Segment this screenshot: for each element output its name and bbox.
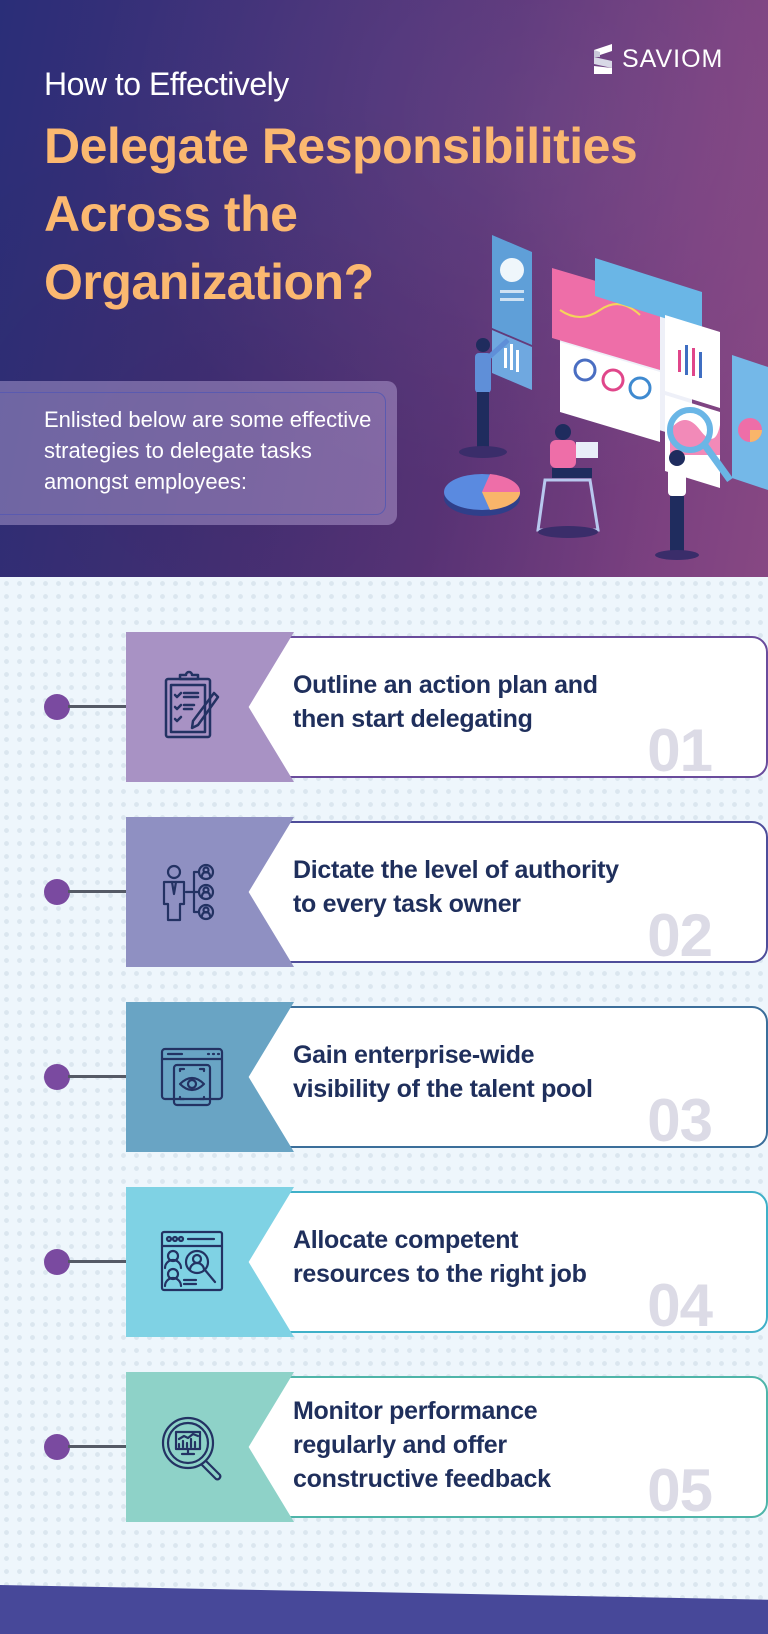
step-number: 05 [647, 1457, 713, 1524]
timeline-connector [68, 1445, 128, 1448]
step-text-line: regularly and offer [293, 1431, 507, 1459]
step-number: 01 [647, 717, 713, 784]
step-03: Gain enterprise-wide visibility of the t… [44, 1002, 768, 1154]
timeline-dot [44, 879, 70, 905]
brand-name: SAVIOM [622, 44, 724, 73]
title-line-3: Organization? [44, 254, 374, 310]
step-text: Allocate competent resources to the righ… [293, 1223, 587, 1291]
step-text-line: Dictate the level of authority [293, 856, 619, 884]
timeline-dot [44, 694, 70, 720]
step-text-line: Monitor performance [293, 1397, 538, 1425]
step-02: Dictate the level of authority to every … [44, 817, 768, 969]
timeline-connector [68, 705, 128, 708]
subtitle: How to Effectively [44, 66, 289, 102]
step-text-line: Gain enterprise-wide [293, 1041, 535, 1069]
dashboard-team-illustration [444, 235, 768, 560]
step-text-line: to every task owner [293, 890, 521, 918]
title-line-1: Delegate Responsibilities [44, 118, 638, 174]
step-number: 04 [647, 1272, 713, 1339]
timeline-dot [44, 1064, 70, 1090]
timeline-connector [68, 1075, 128, 1078]
step-text: Monitor performance regularly and offer … [293, 1394, 551, 1496]
clipboard-checklist-icon [164, 670, 220, 739]
step-text-line: then start delegating [293, 705, 533, 733]
step-card [210, 1006, 768, 1148]
intro-box-border [0, 392, 386, 515]
saviom-logo-icon [594, 44, 612, 74]
hero-header: SAVIOM How to Effectively Delegate Respo… [0, 0, 768, 577]
step-text-line: Allocate competent [293, 1226, 519, 1254]
step-text-line: constructive feedback [293, 1465, 551, 1493]
timeline-dot [44, 1434, 70, 1460]
monitor-magnifier-icon [161, 1416, 222, 1481]
org-hierarchy-icon [162, 863, 215, 922]
step-text-line: Outline an action plan and [293, 671, 598, 699]
saviom-logo: SAVIOM [592, 44, 723, 74]
intro-box [0, 381, 397, 525]
page-title: Delegate Responsibilities Across the Org… [44, 112, 638, 316]
title-line-2: Across the [44, 186, 298, 242]
step-card [210, 636, 768, 778]
step-text: Outline an action plan and then start de… [293, 668, 598, 736]
people-search-icon [160, 1230, 224, 1292]
step-text: Dictate the level of authority to every … [293, 853, 619, 921]
step-card [210, 1376, 768, 1518]
timeline-connector [68, 1260, 128, 1263]
step-number: 03 [647, 1087, 713, 1154]
step-text: Gain enterprise-wide visibility of the t… [293, 1038, 593, 1106]
step-card [210, 821, 768, 963]
step-text-line: visibility of the talent pool [293, 1075, 593, 1103]
intro-text: Enlisted below are some effective strate… [44, 407, 372, 494]
step-number: 02 [647, 902, 713, 969]
eye-scan-window-icon [160, 1047, 224, 1107]
step-card [210, 1191, 768, 1333]
step-04: Allocate competent resources to the righ… [44, 1187, 768, 1339]
timeline-dot [44, 1249, 70, 1275]
timeline-connector [68, 890, 128, 893]
step-text-line: resources to the right job [293, 1260, 587, 1288]
step-01: Outline an action plan and then start de… [44, 632, 768, 784]
step-05: Monitor performance regularly and offer … [44, 1372, 768, 1524]
